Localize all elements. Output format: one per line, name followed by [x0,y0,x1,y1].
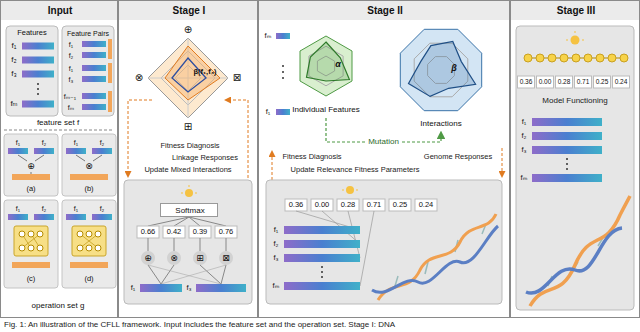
operator-symbol: ⊕ [144,254,152,263]
feature-name: f₂ [100,205,105,212]
feature-name: f₂ [11,56,16,64]
operator-symbol: ⊗ [135,73,143,83]
flow-label: Fitness Diagnosis [160,142,219,150]
set-label: feature set f [37,119,79,127]
feature-name: f₂ [42,205,47,212]
operator-symbol: ⊞ [184,122,192,132]
feature-name: f₂ [274,240,279,248]
flow-label: Update Mixed Interactions [144,166,231,174]
score-cell: 0.00 [315,201,330,209]
feature-name: f₃ [521,146,526,154]
panel-letter: (d) [84,275,93,283]
feature-name: f₃ [69,76,74,83]
feature-name: f₁ [69,65,73,72]
feature-name: fₘ [68,104,74,111]
operator-symbol: ⊠ [233,73,241,83]
header-band [0,0,640,20]
feature-name: fₘ₋₁ [64,93,76,100]
feature-name: f₁ [12,42,17,50]
feature-name: fₘ [265,32,272,40]
feature-name: f₁ [131,284,136,292]
feature-name: f₁ [266,108,271,116]
score-cell: 0.28 [558,79,571,86]
node-label: Stage III [557,6,595,16]
feature-name: f₁ [16,205,20,212]
feature-name: fₘ [273,282,280,290]
operator-symbol: ⊕ [184,25,192,35]
feature-name: f₂ [522,132,527,140]
radar-shape [284,30,368,118]
node-label: Softmax [175,207,204,215]
set-label: operation set g [32,302,85,310]
node-label: Interactions [420,120,461,128]
feature-name: f₃ [273,254,278,262]
score-cell: 0.36 [520,79,533,86]
radar-shape [392,24,490,132]
stage-two-art [266,33,502,304]
figure-caption: Fig. 1: An illustration of the CFLL fram… [4,321,395,329]
feature-name: fₘ [10,100,17,108]
feature-name: f₂ [42,139,47,146]
score-cell: 0.00 [539,79,552,86]
flow-label: Model Functioning [542,97,607,105]
stage-three-art [516,26,634,310]
stage-panel: Stage III [510,0,640,318]
node-label: Stage II [367,6,403,16]
score-cell: 0.24 [419,201,434,209]
node-label: Individual Features [292,106,360,114]
feature-name: f₁ [74,139,78,146]
feature-name: f₁ [74,205,78,212]
node-label: α [335,60,341,69]
score-cell: 0.36 [289,201,304,209]
feature-name: fₘ [521,174,528,182]
edge-label: Mutation [366,137,401,147]
operator-symbol: ⊗ [170,254,178,263]
radar-hexagon: αIndividual Features [284,30,368,118]
score-cell: 0.76 [219,228,234,236]
node-label: Feature Pairs [67,30,109,37]
score-cell: 0.71 [367,201,382,209]
node-label: Stage I [173,6,206,16]
input-panel: InputFeatures Feature Pairs [0,0,118,318]
score-cell: 0.25 [596,79,609,86]
feature-name: f₁ [16,139,20,146]
node-label: Input [48,6,72,16]
radar-octagon: βInteractions [392,24,490,132]
operator-symbol: ⊞ [196,254,204,263]
operator-symbol: ⊠ [222,254,230,263]
panel-letter: (b) [84,185,93,193]
score-cell: 0.71 [577,79,590,86]
operator-symbol: ⊗ [85,162,93,171]
score-cell: 0.25 [393,201,408,209]
input-art [4,26,116,288]
softmax-box: Softmax [160,203,218,217]
panel-letter: (a) [26,185,35,193]
score-cell: 0.66 [141,228,156,236]
node-label: β [451,64,457,73]
feature-name: f₃ [186,284,191,292]
score-cell: 0.42 [167,228,182,236]
pair-score: β(f₁,f₃) [193,68,216,76]
feature-name: f₁ [69,41,73,48]
stage-one-art [124,38,252,304]
feature-name: f₁ [274,226,279,234]
flow-label: Genome Responses [424,153,492,161]
score-cell: 0.24 [615,79,628,86]
flow-label: Update Relevance Fitness Parameters [291,166,420,174]
flow-label: Linkage Responses [172,154,238,162]
score-cell: 0.39 [193,228,208,236]
operator-symbol: ⊕ [27,162,35,171]
node-label: Features [17,29,47,37]
panel-letter: (c) [27,275,36,283]
feature-name: f₂ [100,139,105,146]
feature-name: f₂ [69,52,74,59]
score-cell: 0.28 [341,201,356,209]
feature-name: f₁ [522,118,527,126]
feature-name: f₃ [11,70,16,78]
flow-label: Fitness Diagnosis [282,153,341,161]
